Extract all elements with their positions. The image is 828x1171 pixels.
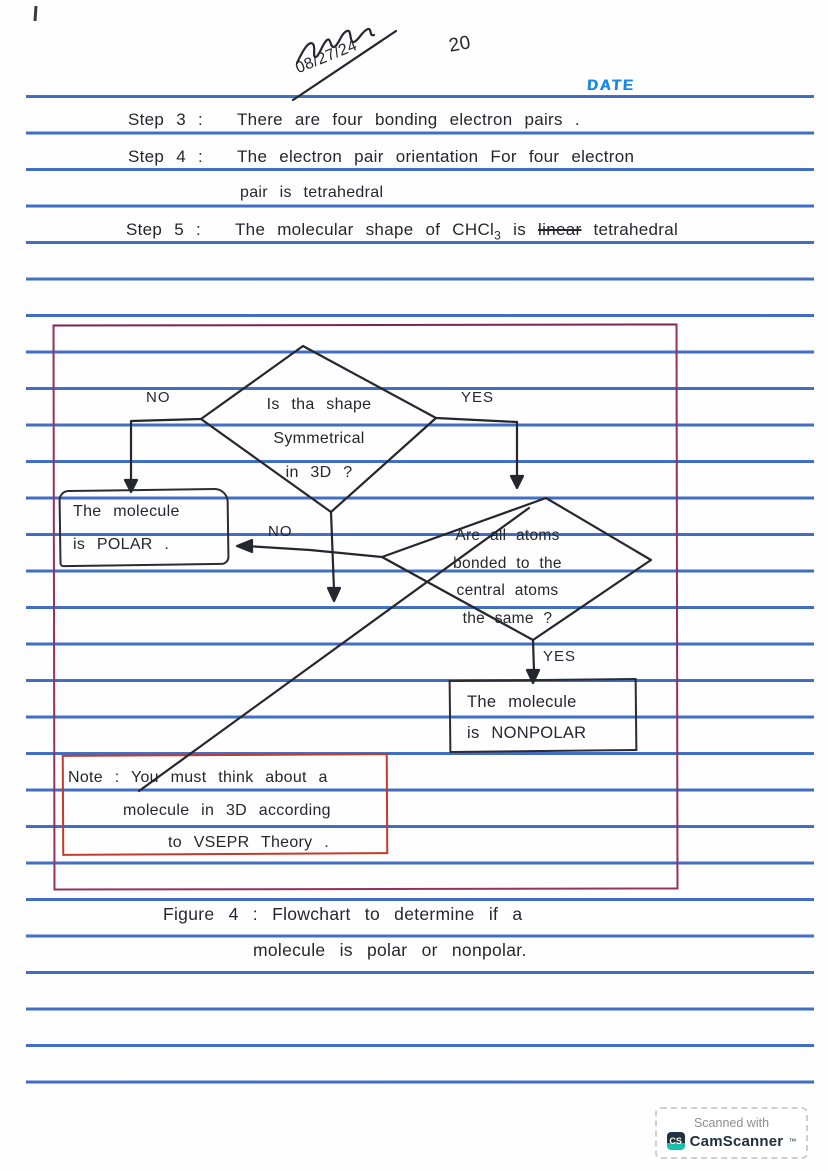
step-5-row: Step 5 : The molecular shape of CHCl3 is… — [126, 220, 678, 242]
step-5-label: Step 5 : — [126, 220, 201, 239]
step-4-continuation: pair is tetrahedral — [240, 184, 384, 201]
camscanner-brand-row: CS CamScanner ™ — [666, 1132, 797, 1150]
step-3-label: Step 3 : — [128, 110, 203, 129]
decision-1-text: Is tha shape Symmetrical in 3D ? — [266, 396, 372, 481]
date-stamp: DATE — [586, 77, 636, 94]
page-number: 20 — [447, 32, 473, 57]
step-5-text: The molecular shape of CHCl3 is linear t… — [235, 220, 679, 243]
camscanner-badge: Scanned with CS CamScanner ™ — [655, 1107, 808, 1159]
decision-2-yes-label: YES — [543, 648, 577, 665]
handwritten-date: 08/27/24 — [293, 37, 360, 78]
camscanner-logo-icon: CS — [666, 1132, 685, 1150]
figure-caption-line-1: Figure 4 : Flowchart to determine if a — [163, 904, 523, 924]
polar-box-text: The molecule is POLAR . — [73, 503, 180, 553]
decision-2-no-label: NO — [268, 523, 293, 540]
decision-1-no-label: NO — [146, 389, 171, 406]
decision-1-yes-label: YES — [461, 389, 495, 406]
nonpolar-box-text: The molecule is NONPOLAR — [467, 693, 587, 742]
note-box-text: Note : You must think about a molecule i… — [68, 769, 331, 851]
chemical-formula: CHCl3 — [452, 220, 502, 243]
step-4-label: Step 4 : — [128, 147, 203, 166]
decision-2-text: Are all atoms bonded to the central atom… — [453, 527, 562, 627]
trademark-symbol: ™ — [788, 1136, 797, 1146]
figure-caption-line-2: molecule is polar or nonpolar. — [253, 940, 527, 960]
step-3-text: There are four bonding electron pairs . — [237, 110, 580, 129]
crossed-out-word: linear — [538, 220, 582, 239]
camscanner-brand-text: CamScanner — [689, 1132, 784, 1150]
scanned-with-text: Scanned with — [693, 1116, 770, 1130]
step-4-row: Step 4 : The electron pair orientation F… — [128, 147, 634, 167]
scan-corner-mark — [33, 5, 38, 22]
step-4-text: The electron pair orientation For four e… — [237, 147, 635, 166]
step-3-row: Step 3 : There are four bonding electron… — [128, 110, 580, 130]
